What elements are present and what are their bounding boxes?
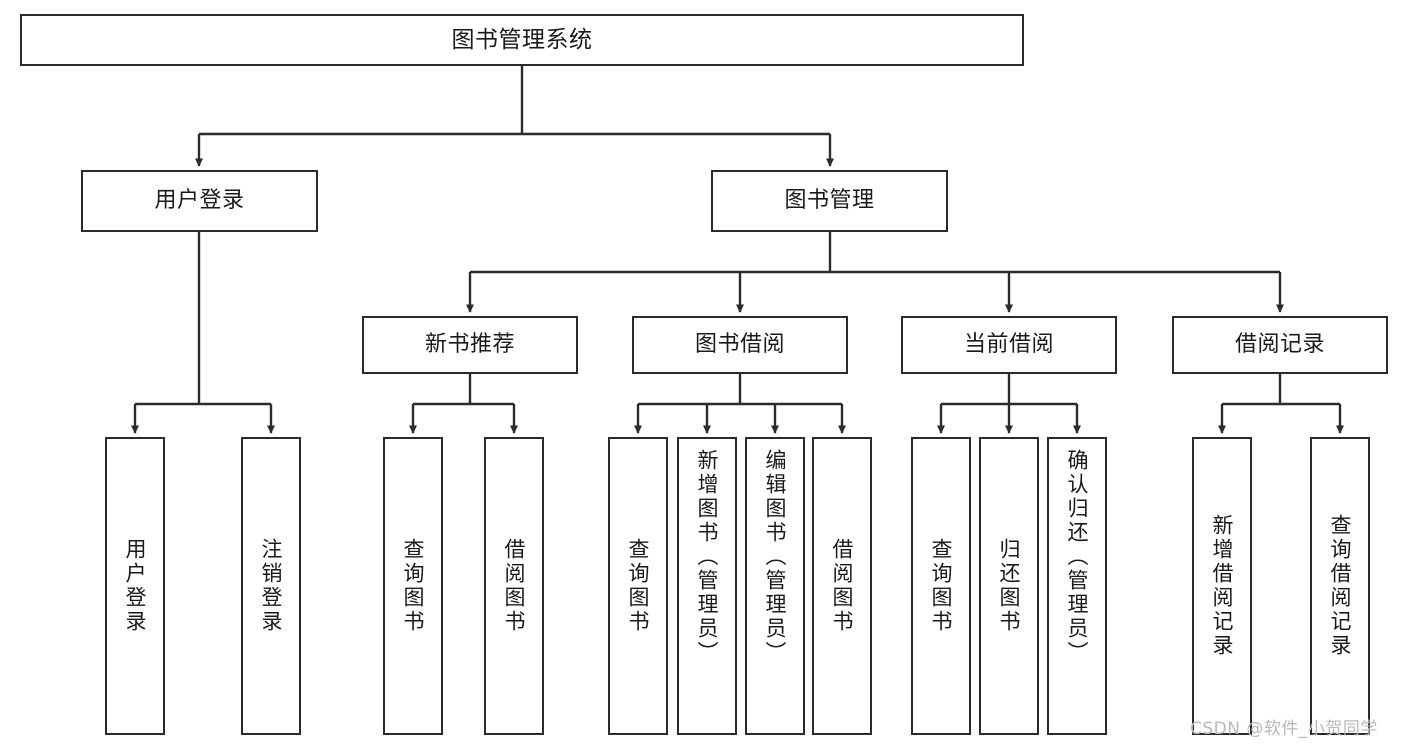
leaf-borrow-book-recommend[interactable]: 借阅图书 [484, 437, 544, 735]
node-label: 借阅图书 [830, 538, 855, 634]
leaf-confirm-return-admin[interactable]: 确认归还（管理员） [1047, 437, 1107, 735]
node-book-borrow[interactable]: 图书借阅 [632, 316, 848, 374]
leaf-edit-book-admin[interactable]: 编辑图书（管理员） [745, 437, 805, 735]
leaf-query-book-borrow[interactable]: 查询图书 [608, 437, 668, 735]
node-current-borrow[interactable]: 当前借阅 [901, 316, 1117, 374]
leaf-logout-login[interactable]: 注销登录 [241, 437, 301, 735]
node-label: 归还图书 [997, 538, 1022, 634]
leaf-query-book-current[interactable]: 查询图书 [911, 437, 971, 735]
node-label: 新书推荐 [424, 332, 515, 358]
node-user-login[interactable]: 用户登录 [81, 170, 318, 232]
node-label: 查询借阅记录 [1328, 514, 1353, 658]
node-root-system[interactable]: 图书管理系统 [20, 14, 1024, 66]
node-label: 图书管理系统 [451, 26, 593, 53]
node-label: 图书借阅 [694, 332, 785, 358]
node-label: 编辑图书（管理员） [763, 449, 788, 665]
node-new-book-recommend[interactable]: 新书推荐 [362, 316, 578, 374]
leaf-query-book-recommend[interactable]: 查询图书 [383, 437, 443, 735]
leaf-query-borrow-record[interactable]: 查询借阅记录 [1310, 437, 1370, 735]
leaf-borrow-book[interactable]: 借阅图书 [812, 437, 872, 735]
node-label: 查询图书 [929, 538, 954, 634]
leaf-add-borrow-record[interactable]: 新增借阅记录 [1192, 437, 1252, 735]
csdn-watermark: CSDN @软件_小贺同学 [1190, 719, 1378, 739]
node-label: 当前借阅 [963, 332, 1054, 358]
node-label: 新增图书（管理员） [695, 449, 720, 665]
node-label: 查询图书 [401, 538, 426, 634]
node-book-management[interactable]: 图书管理 [711, 170, 948, 232]
node-label: 新增借阅记录 [1210, 514, 1235, 658]
node-label: 图书管理 [784, 188, 875, 214]
node-label: 用户登录 [123, 538, 148, 634]
node-label: 注销登录 [259, 538, 284, 634]
node-label: 借阅记录 [1234, 332, 1325, 358]
leaf-add-book-admin[interactable]: 新增图书（管理员） [677, 437, 737, 735]
leaf-return-book[interactable]: 归还图书 [979, 437, 1039, 735]
node-label: 查询图书 [626, 538, 651, 634]
node-borrow-record[interactable]: 借阅记录 [1172, 316, 1388, 374]
node-label: 确认归还（管理员） [1065, 449, 1090, 665]
node-label: 用户登录 [154, 188, 245, 214]
node-label: 借阅图书 [502, 538, 527, 634]
leaf-user-login[interactable]: 用户登录 [105, 437, 165, 735]
